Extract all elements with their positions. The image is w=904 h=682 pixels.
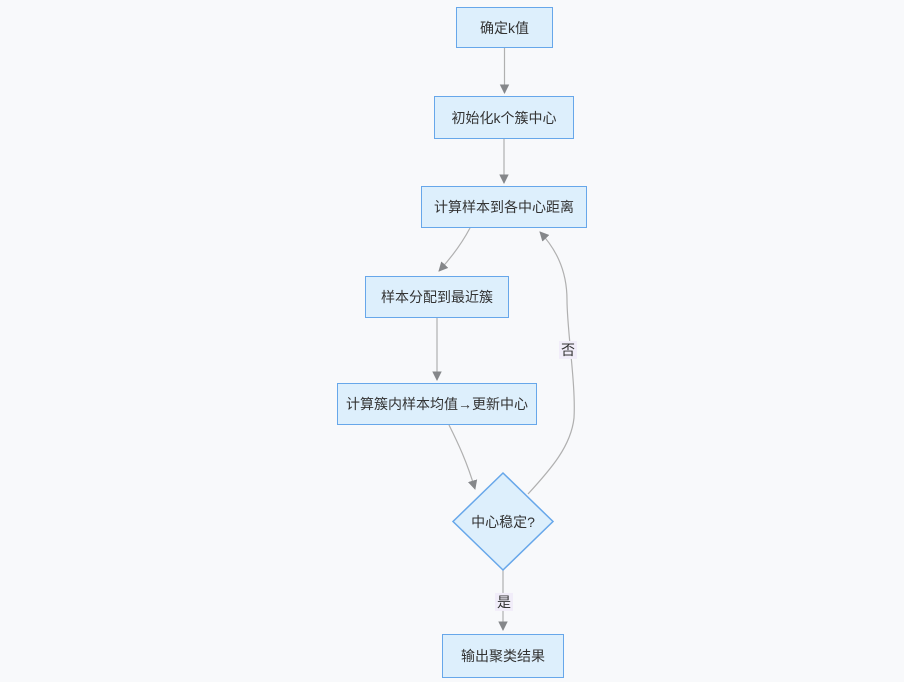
node-determine-k: 确定k值 bbox=[456, 7, 553, 48]
node-centers-stable: 中心稳定? bbox=[453, 473, 553, 570]
node-assign-nearest-label: 样本分配到最近簇 bbox=[381, 289, 493, 305]
node-update-centers: 计算簇内样本均值→更新中心 bbox=[337, 383, 537, 425]
node-init-centers: 初始化k个簇中心 bbox=[434, 96, 574, 139]
node-centers-stable-label: 中心稳定? bbox=[471, 513, 535, 530]
node-compute-dist-label: 计算样本到各中心距离 bbox=[434, 199, 574, 215]
edge-update-centers-to-centers-stable bbox=[448, 424, 478, 490]
node-centers-stable-shape bbox=[451, 471, 555, 572]
edge-compute-dist-to-assign-nearest bbox=[438, 227, 471, 272]
edge-label-yes: 是 bbox=[495, 592, 513, 612]
node-init-centers-label: 初始化k个簇中心 bbox=[451, 109, 557, 126]
node-update-centers-label: 计算簇内样本均值→更新中心 bbox=[346, 396, 528, 412]
node-output-result: 输出聚类结果 bbox=[442, 634, 564, 678]
node-assign-nearest: 样本分配到最近簇 bbox=[365, 276, 509, 318]
edge-label-no: 否 bbox=[559, 340, 577, 360]
node-compute-dist: 计算样本到各中心距离 bbox=[421, 186, 587, 228]
edge-centers-stable-to-compute-dist-no bbox=[527, 231, 575, 495]
node-output-result-label: 输出聚类结果 bbox=[461, 648, 545, 664]
node-determine-k-label: 确定k值 bbox=[480, 19, 529, 36]
